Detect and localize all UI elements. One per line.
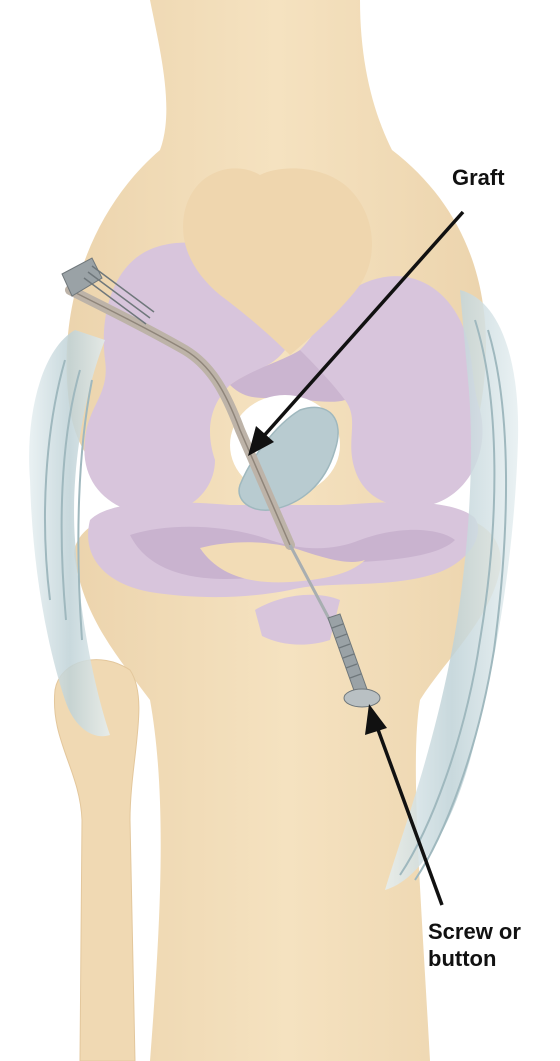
screw-or-button-label: Screw or button [428, 918, 521, 972]
graft-label: Graft [452, 164, 505, 191]
screw-label-line-2: button [428, 945, 521, 972]
screw-label-line-1: Screw or [428, 918, 521, 945]
